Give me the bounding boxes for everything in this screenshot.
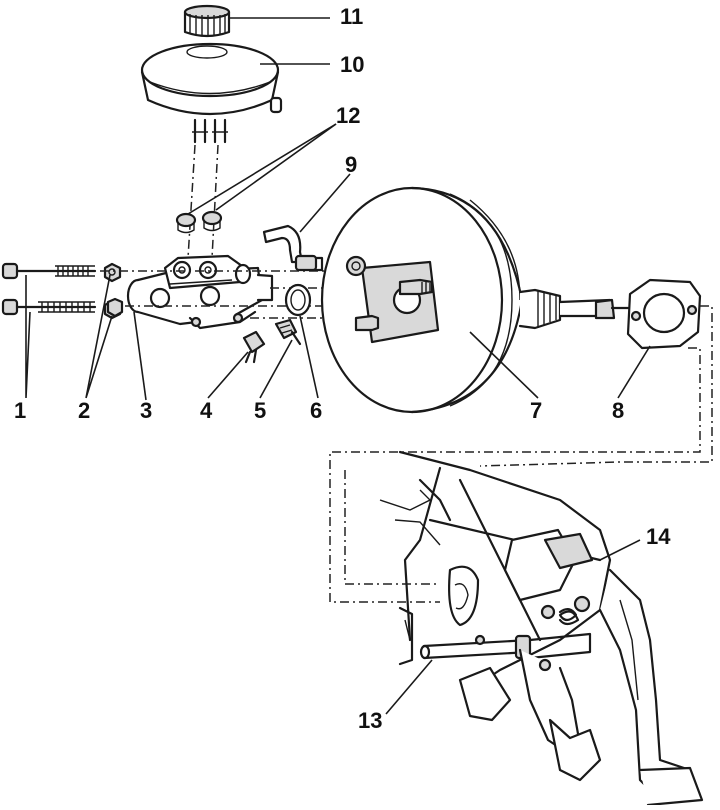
fluid-reservoir [140, 42, 283, 144]
sealing-ring [284, 283, 312, 317]
label-1: 1 [14, 398, 27, 423]
nuts [103, 262, 124, 320]
label-7: 7 [530, 398, 543, 423]
pedal-bracket-assembly [379, 450, 704, 807]
label-13: 13 [358, 708, 383, 733]
label-2: 2 [78, 398, 91, 423]
gasket [626, 278, 702, 350]
label-10: 10 [340, 52, 365, 77]
leader-lines [25, 17, 651, 715]
label-6: 6 [310, 398, 323, 423]
brake-booster [320, 186, 630, 414]
label-3: 3 [140, 398, 153, 423]
pipe-fittings [242, 318, 302, 364]
label-14: 14 [646, 524, 671, 549]
bolts [1, 262, 97, 316]
grommets [175, 210, 223, 234]
label-5: 5 [254, 398, 267, 423]
label-9: 9 [345, 152, 358, 177]
reservoir-cap [183, 4, 231, 38]
label-8: 8 [612, 398, 625, 423]
label-4: 4 [200, 398, 213, 423]
master-cylinder [126, 254, 274, 330]
vacuum-hose [262, 224, 324, 272]
label-12: 12 [336, 103, 361, 128]
label-11: 11 [340, 4, 364, 29]
